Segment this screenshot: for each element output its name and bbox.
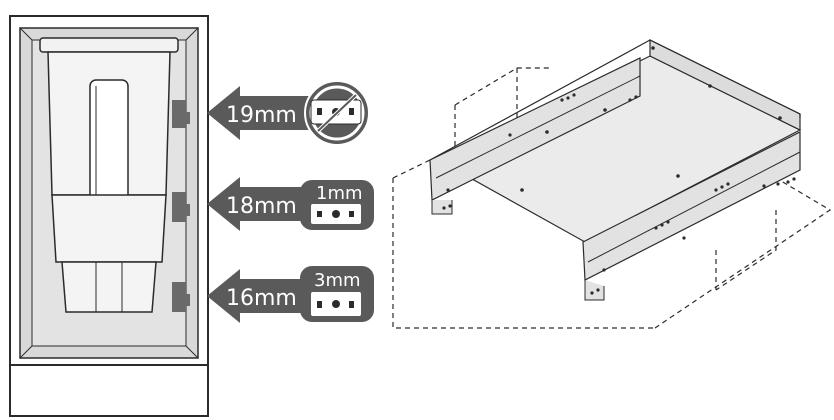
spacer-1mm-hole-right [349, 211, 354, 217]
cabinet-illustration [9, 15, 209, 417]
interior-corner-tr [185, 27, 199, 41]
spacer-hole-right [349, 108, 354, 115]
screw-hole [720, 185, 724, 189]
screw-hole [634, 95, 638, 99]
screw-hole [792, 177, 796, 181]
screw-hole [676, 174, 680, 178]
spacer-3mm-badge: 3mm [300, 266, 374, 322]
bin-lower-container [61, 261, 157, 313]
bin-middle-container [51, 194, 167, 263]
spacer-hole-left [317, 108, 322, 115]
arrow-18mm-shape [207, 177, 310, 231]
spacer-1mm-hole-left [317, 211, 322, 217]
screw-hole [508, 133, 512, 137]
screw-hole [603, 108, 607, 112]
arrow-19mm: 19mm [207, 86, 310, 140]
screw-hole [545, 130, 549, 134]
interior-corner-bl [19, 345, 33, 359]
arrow-19mm-label: 19mm [226, 103, 297, 128]
frame-right-rail [582, 131, 801, 281]
screw-hole [762, 184, 766, 188]
dashed-outline-right-inner [715, 210, 777, 291]
frame-right-rail-lip [584, 280, 605, 301]
frame-screw-holes [442, 46, 796, 295]
screw-hole [566, 96, 570, 100]
bin-lid [39, 37, 179, 53]
dashed-cabinet-outline [392, 67, 832, 329]
screw-hole [446, 188, 450, 192]
screw-hole [602, 268, 606, 272]
screw-hole [682, 236, 686, 240]
side-bracket-top [172, 100, 190, 128]
spacer-3mm-hole-right [349, 301, 354, 308]
interior-corner-tl [19, 27, 33, 41]
prohibited-spacer-badge [304, 80, 370, 146]
screw-hole [654, 226, 658, 230]
screw-hole [596, 288, 600, 292]
screw-hole [442, 206, 446, 210]
arrow-16mm-shape [207, 269, 310, 323]
screw-hole [520, 188, 524, 192]
side-bracket-middle [172, 192, 190, 222]
spacer-1mm-hole-center [332, 210, 340, 218]
spacer-3mm-hole-left [317, 301, 322, 308]
arrow-19mm-shape [207, 86, 310, 140]
screw-hole [666, 220, 670, 224]
spacer-3mm-label: 3mm [314, 270, 361, 291]
screw-hole [572, 93, 576, 97]
left-rail-groove [435, 75, 641, 179]
right-rail-groove [587, 151, 801, 263]
screw-hole [726, 182, 730, 186]
dashed-outline-top-back [454, 67, 550, 106]
arrow-16mm-label: 16mm [226, 286, 297, 311]
interior-corner-br [185, 345, 199, 359]
dashed-outline-left [392, 178, 655, 329]
arrow-18mm: 18mm [207, 177, 310, 231]
screw-hole [660, 223, 664, 227]
arrow-18mm-label: 18mm [226, 194, 297, 219]
screw-hole [448, 204, 452, 208]
screw-hole [590, 291, 594, 295]
screw-hole [560, 98, 564, 102]
spacer-1mm-badge: 1mm [300, 180, 374, 230]
frame-top-edge [429, 39, 801, 161]
screw-hole [708, 84, 712, 88]
spacer-3mm-hole-center [332, 300, 340, 308]
dashed-outline-front [392, 159, 431, 179]
screw-hole [714, 188, 718, 192]
spacer-1mm-label: 1mm [316, 183, 363, 204]
screw-hole [778, 116, 782, 120]
screw-hole [786, 180, 790, 184]
screw-hole [776, 182, 780, 186]
screw-hole [628, 98, 632, 102]
frame-left-rail-lip [431, 200, 453, 215]
prohibited-slash-inner [317, 94, 357, 132]
screw-hole [651, 46, 655, 50]
dashed-outline-right [654, 177, 832, 329]
side-bracket-bottom [172, 282, 190, 312]
arrow-16mm: 16mm [207, 269, 310, 323]
pullout-frame-illustration [392, 39, 832, 329]
